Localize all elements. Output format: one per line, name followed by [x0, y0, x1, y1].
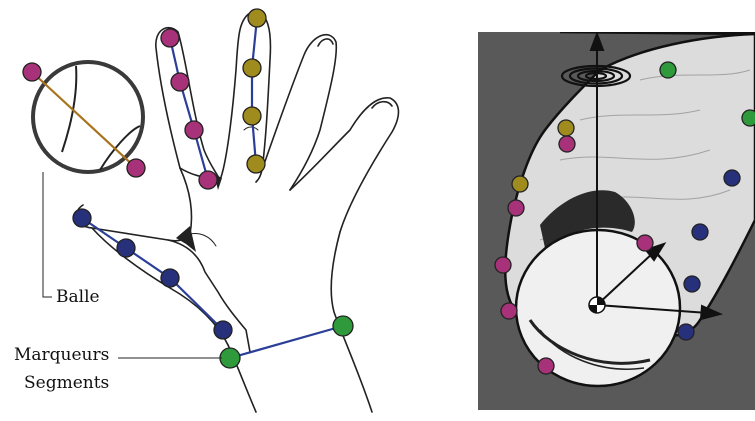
segments-label: Segments [24, 373, 109, 393]
ball-marker-top [23, 63, 41, 81]
hand-markers [73, 9, 353, 368]
index-marker [171, 73, 189, 91]
photo-marker-magenta [501, 303, 517, 319]
photo-marker-navy [724, 170, 740, 186]
thumb-marker [117, 239, 135, 257]
thumb-marker [161, 269, 179, 287]
photo-marker-magenta [508, 200, 524, 216]
ring-finger-outline [262, 35, 336, 190]
index-marker [161, 29, 179, 47]
ball-label: Balle [56, 287, 100, 307]
thumb-marker [73, 209, 91, 227]
ball-circle [33, 62, 143, 172]
thumb-marker [214, 321, 232, 339]
origin-marker [589, 297, 605, 313]
wrist-marker-left [220, 348, 240, 368]
ball-callout-line [43, 172, 52, 297]
ball-marker-bottom [127, 159, 145, 177]
index-segment [170, 38, 208, 180]
photo-marker-navy [684, 276, 700, 292]
photo-marker-green [660, 62, 676, 78]
photo-panel [478, 32, 755, 410]
finger-joint-crease [244, 127, 258, 130]
photo-marker-magenta [559, 136, 575, 152]
callout-lines [43, 172, 222, 358]
photo-marker-navy [692, 224, 708, 240]
ring-fingernail [318, 39, 333, 46]
middle-marker [247, 155, 265, 173]
index-marker [185, 121, 203, 139]
markers-label: Marqueurs [14, 345, 109, 365]
thumb-underside [92, 228, 228, 345]
little-finger-outline [290, 98, 399, 232]
photo-marker-magenta [538, 358, 554, 374]
little-fingernail [372, 102, 392, 108]
photo-marker-magenta [637, 235, 653, 251]
photo-marker-magenta [495, 257, 511, 273]
middle-segment [252, 18, 257, 164]
middle-finger-outline [220, 12, 270, 182]
photo-marker-navy [678, 324, 694, 340]
middle-marker [243, 59, 261, 77]
photo-marker-olive [512, 176, 528, 192]
photo-marker-olive [558, 120, 574, 136]
index-finger-outline [156, 28, 220, 180]
ball-inset [23, 62, 145, 177]
wrist-marker-right [333, 316, 353, 336]
photo-marker-green [742, 110, 755, 126]
index-marker [199, 171, 217, 189]
middle-marker [248, 9, 266, 27]
middle-marker [243, 107, 261, 125]
